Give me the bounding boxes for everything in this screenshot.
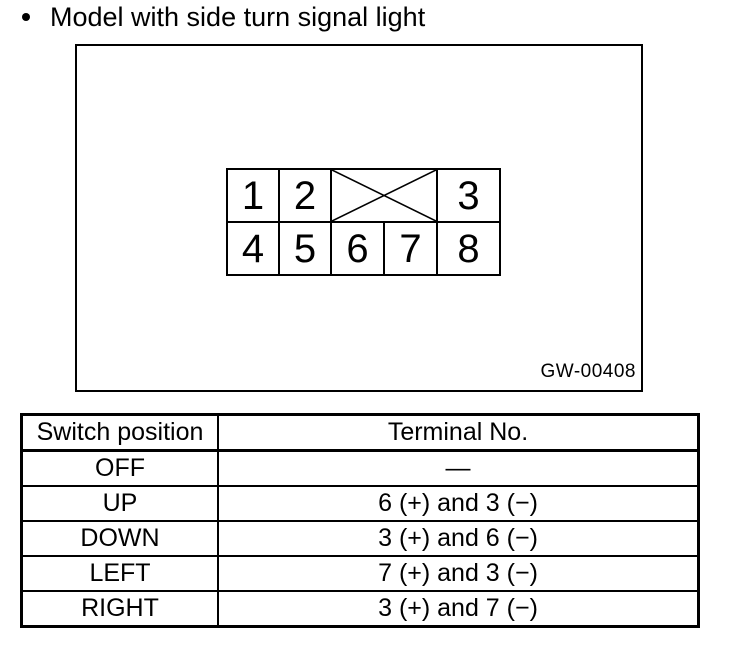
pin-cell-6: 6 xyxy=(330,221,385,276)
terminal-no-cell: 3 (+) and 6 (−) xyxy=(217,520,700,557)
blocked-pin-cell xyxy=(330,168,438,223)
switch-terminal-table: Switch position Terminal No. OFF — UP 6 … xyxy=(20,413,700,628)
figure-frame: 1 2 3 4 5 6 7 8 GW-00408 xyxy=(75,44,643,392)
pin-cell-4: 4 xyxy=(226,221,280,276)
table-row-up: UP 6 (+) and 3 (−) xyxy=(20,485,700,522)
bullet-list-item: Model with side turn signal light xyxy=(22,0,425,34)
table-header-row: Switch position Terminal No. xyxy=(20,413,700,452)
table-row-left: LEFT 7 (+) and 3 (−) xyxy=(20,555,700,592)
pin-cell-3: 3 xyxy=(436,168,501,223)
pin-cell-8: 8 xyxy=(436,221,501,276)
switch-position-cell: DOWN xyxy=(20,520,219,557)
terminal-no-cell: — xyxy=(217,449,700,487)
table-row-off: OFF — xyxy=(20,449,700,487)
connector-row-top: 1 2 3 xyxy=(226,168,501,223)
pin-cell-7: 7 xyxy=(383,221,438,276)
table-row-down: DOWN 3 (+) and 6 (−) xyxy=(20,520,700,557)
switch-position-cell: RIGHT xyxy=(20,590,219,628)
switch-position-cell: UP xyxy=(20,485,219,522)
pin-cell-2: 2 xyxy=(278,168,332,223)
switch-position-cell: LEFT xyxy=(20,555,219,592)
figure-code-label: GW-00408 xyxy=(540,361,636,382)
page-title: Model with side turn signal light xyxy=(50,2,426,32)
terminal-no-cell: 6 (+) and 3 (−) xyxy=(217,485,700,522)
pin-cell-5: 5 xyxy=(278,221,332,276)
connector-row-bottom: 4 5 6 7 8 xyxy=(226,221,501,276)
bullet-icon xyxy=(22,13,30,21)
pin-cell-1: 1 xyxy=(226,168,280,223)
column-header-switch-position: Switch position xyxy=(20,413,219,452)
switch-position-cell: OFF xyxy=(20,449,219,487)
x-mark-icon xyxy=(332,170,436,221)
table-row-right: RIGHT 3 (+) and 7 (−) xyxy=(20,590,700,628)
connector-pin-diagram: 1 2 3 4 5 6 7 8 xyxy=(226,168,501,276)
column-header-terminal-no: Terminal No. xyxy=(217,413,700,452)
terminal-no-cell: 3 (+) and 7 (−) xyxy=(217,590,700,628)
terminal-no-cell: 7 (+) and 3 (−) xyxy=(217,555,700,592)
